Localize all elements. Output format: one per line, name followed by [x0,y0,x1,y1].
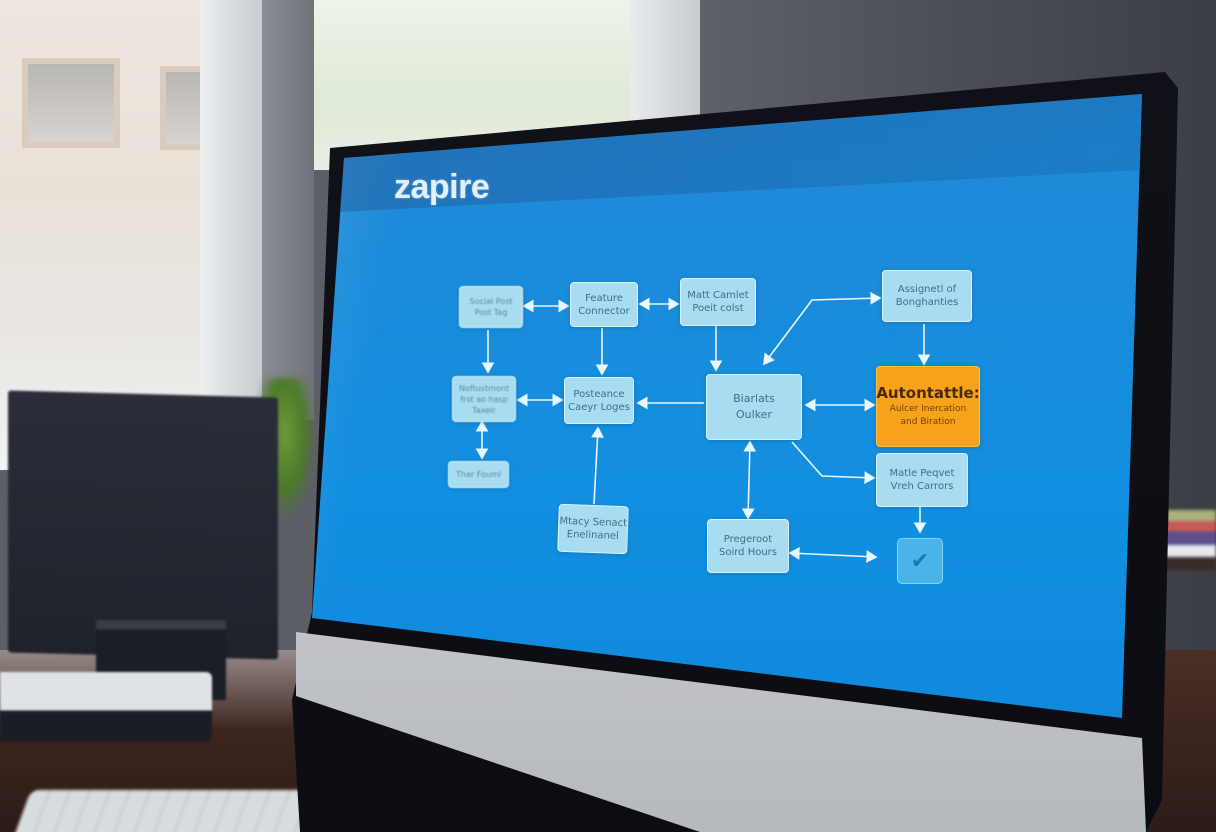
workflow-node[interactable]: Matle Peqvet Vreh Carrors [876,453,968,507]
node-label: Post Tag [474,308,508,317]
node-label: Aulcer Inercation [889,404,967,414]
checkmark-icon: ✔ [910,548,930,574]
workflow-node[interactable]: Posteance Caeyr Loges [564,377,634,424]
node-title: Autontattle: [876,384,980,402]
books-stack [1160,510,1216,570]
node-label: Feature [585,292,623,304]
workflow-node[interactable]: Social Post Post Tag [459,286,523,328]
workflow-node[interactable]: Matt Camlet Poeit colst [680,278,756,326]
workflow-node[interactable]: Pregeroot Soird Hours [707,519,789,573]
node-label: and Biration [900,417,956,427]
node-label: frst ao hasp [460,394,508,404]
node-label: Caeyr Loges [568,401,630,413]
node-label: Matt Camlet [687,290,749,301]
workflow-node[interactable]: Noftustmont frst ao hasp Taxelr [452,376,516,422]
node-label: Pregeroot [723,534,773,545]
node-label: Enelinanel [566,529,619,542]
node-label: Noftustmont [459,383,509,393]
node-label: Vreh Carrors [890,481,954,492]
workflow-node[interactable]: Thar Fouml [448,461,509,488]
node-label: Assignetl of [897,284,957,295]
laptop [0,672,212,742]
node-label: Posteance [573,388,625,400]
completion-node[interactable]: ✔ [897,538,943,584]
node-label: Oulker [736,408,772,421]
workflow-node[interactable]: Feature Connector [570,282,638,327]
workflow-node[interactable]: Mtacy Senact Enelinanel [557,503,629,555]
app-logo: zapire [394,168,490,206]
node-label: Thar Fouml [456,470,501,479]
node-label: Social Post [469,297,513,306]
workflow-node[interactable]: Assignetl of Bonghanties [882,270,972,322]
node-label: Matle Peqvet [889,468,955,479]
node-label: Soird Hours [718,547,777,558]
node-label: Bonghanties [895,297,959,308]
window-frame-dark [262,0,314,420]
node-label: Taxelr [472,405,496,415]
node-label: Connector [578,305,630,317]
automation-node-highlighted[interactable]: Autontattle: Aulcer Inercation and Birat… [876,366,980,447]
workflow-node[interactable]: Biarlats Oulker [706,374,802,440]
node-label: Poeit colst [692,303,744,314]
background-building-window [22,58,120,148]
node-label: Biarlats [733,392,775,405]
